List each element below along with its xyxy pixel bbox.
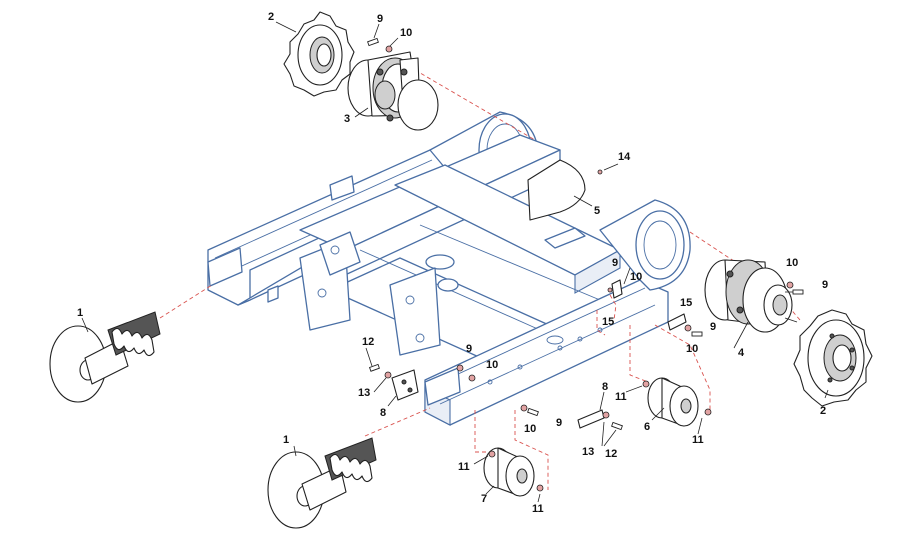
callout-10-mid: 10	[486, 359, 498, 371]
callout-9-motor: 9	[822, 279, 828, 291]
callout-10-motor: 10	[786, 257, 798, 269]
callout-9-right-frame: 9	[612, 257, 618, 269]
callout-11-c: 11	[458, 461, 470, 473]
callout-8-mid: 8	[602, 381, 608, 393]
callout-6: 6	[644, 421, 650, 433]
callout-9-mid: 9	[466, 343, 472, 355]
callout-2-right: 2	[820, 405, 826, 417]
drive-motor-right	[704, 259, 798, 333]
callout-1-left: 1	[77, 307, 83, 319]
callout-3: 3	[344, 113, 350, 125]
callout-5: 5	[594, 205, 600, 217]
drive-sprocket-right	[793, 309, 873, 407]
callout-1-bottom: 1	[283, 434, 289, 446]
callout-11-b: 11	[692, 434, 704, 446]
callout-13-mid: 13	[582, 446, 594, 458]
callout-9-low: 9	[556, 417, 562, 429]
callout-ticks	[81, 21, 829, 503]
callout-10-lower-right: 10	[686, 343, 698, 355]
callout-12-mid: 12	[605, 448, 617, 460]
callout-11-a: 11	[615, 391, 627, 403]
callout-15-b: 15	[680, 297, 692, 309]
drive-sprocket-top	[283, 11, 355, 97]
callout-15-a: 15	[602, 316, 614, 328]
track-roller-7	[483, 447, 535, 497]
cover-plate	[527, 159, 586, 221]
callout-8-left: 8	[380, 407, 386, 419]
callout-14: 14	[618, 151, 631, 163]
track-roller-6	[647, 377, 699, 427]
callout-10-right-frame: 10	[630, 271, 642, 283]
callout-2-top: 2	[268, 11, 274, 23]
callout-9-lower-right: 9	[710, 321, 716, 333]
callout-12-left: 12	[362, 336, 374, 348]
undercarriage-frame	[207, 111, 691, 426]
part-callouts: 2 9 10 3 14 5 1 12 13 8 9 10 9 10 15 15 …	[77, 11, 828, 515]
drive-motor-top	[347, 51, 439, 131]
callout-13-left: 13	[358, 387, 370, 399]
callout-9-top: 9	[377, 13, 383, 25]
callout-10-top: 10	[400, 27, 412, 39]
callout-10-low: 10	[524, 423, 536, 435]
front-idler-bottom	[267, 437, 377, 529]
callout-7: 7	[481, 493, 487, 505]
callout-11-d: 11	[532, 503, 544, 515]
bracket-15	[611, 279, 687, 331]
callout-4: 4	[738, 347, 745, 359]
bracket-8-left	[391, 369, 419, 401]
bolts-and-washers	[367, 37, 804, 492]
front-idler-left	[49, 311, 161, 403]
bracket-8-mid	[577, 409, 605, 429]
